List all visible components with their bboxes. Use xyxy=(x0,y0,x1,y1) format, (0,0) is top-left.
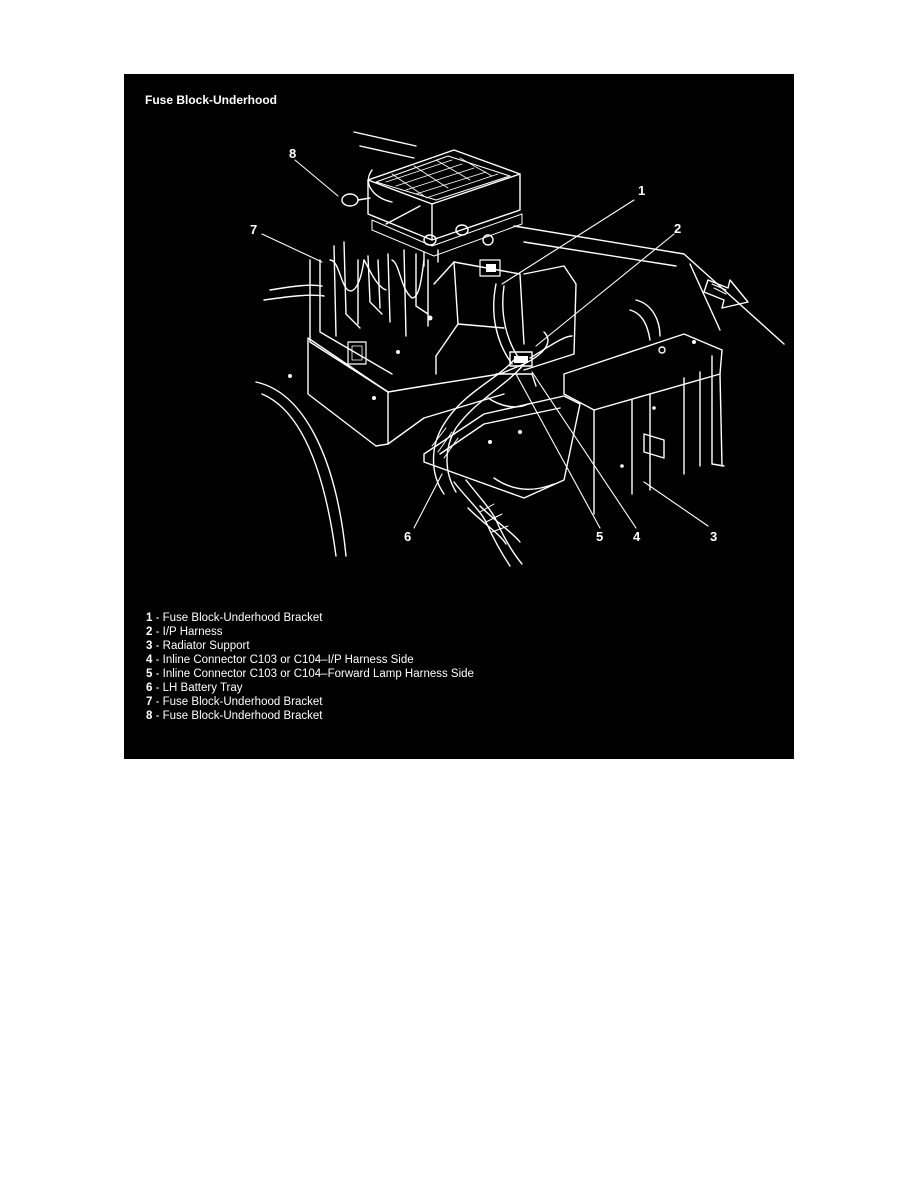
legend-item: 5 - Inline Connector C103 or C104–Forwar… xyxy=(146,668,474,680)
callout-6: 6 xyxy=(404,529,411,544)
battery-tray xyxy=(423,395,581,545)
leader-5 xyxy=(515,373,601,529)
leader-8 xyxy=(294,159,339,197)
inline-connector xyxy=(487,351,537,408)
legend-item: 2 - I/P Harness xyxy=(146,626,223,638)
wiring-harness xyxy=(431,283,573,567)
legend-item: 1 - Fuse Block-Underhood Bracket xyxy=(146,612,323,624)
fuse-block-illustration: 1 2 3 4 5 6 7 8 xyxy=(250,131,785,567)
leader-6 xyxy=(413,473,443,529)
fuse-block xyxy=(341,149,523,267)
center-support xyxy=(433,259,577,375)
callout-2: 2 xyxy=(674,221,681,236)
parts-legend: 1 - Fuse Block-Underhood Bracket 2 - I/P… xyxy=(146,611,474,723)
callout-1: 1 xyxy=(638,183,645,198)
figure-title: Fuse Block-Underhood xyxy=(145,93,278,107)
callout-4: 4 xyxy=(633,529,641,544)
callout-8: 8 xyxy=(289,146,296,161)
legend-item: 4 - Inline Connector C103 or C104–I/P Ha… xyxy=(146,654,414,666)
forward-arrow xyxy=(703,279,749,309)
legend-item: 8 - Fuse Block-Underhood Bracket xyxy=(146,710,323,722)
leader-1 xyxy=(501,199,635,285)
leader-4 xyxy=(531,371,637,529)
fender-arcs xyxy=(255,284,347,557)
legend-item: 3 - Radiator Support xyxy=(146,640,250,652)
radiator-support xyxy=(563,299,725,515)
left-bracket xyxy=(288,241,525,447)
leader-7 xyxy=(261,233,323,263)
leader-3 xyxy=(643,481,709,527)
callout-3: 3 xyxy=(710,529,717,544)
figure-panel: Fuse Block-Underhood xyxy=(124,74,794,759)
leader-lines xyxy=(261,159,709,529)
leader-2 xyxy=(535,233,675,347)
background-lines xyxy=(353,131,785,345)
callout-5: 5 xyxy=(596,529,603,544)
legend-item: 6 - LH Battery Tray xyxy=(146,682,243,694)
legend-item: 7 - Fuse Block-Underhood Bracket xyxy=(146,696,323,708)
callout-7: 7 xyxy=(250,222,257,237)
